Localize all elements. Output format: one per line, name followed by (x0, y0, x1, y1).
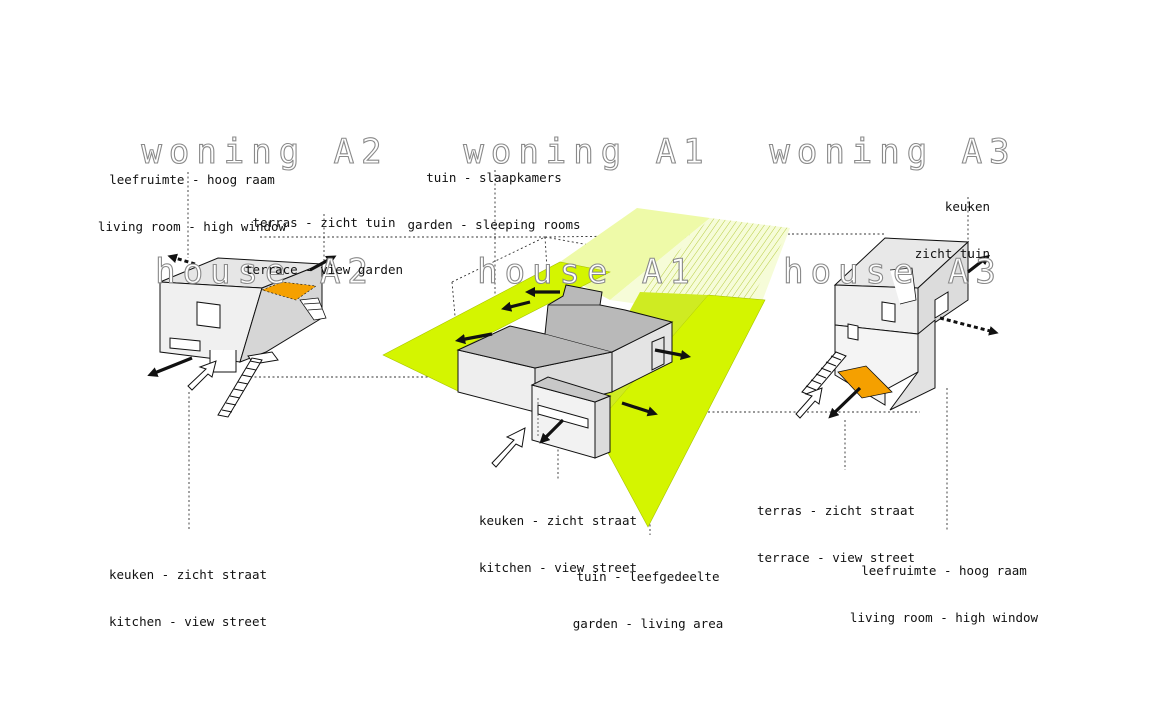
label-a2-living-nl: leefruimte - hoog raam (109, 172, 275, 187)
a3-entrance-arrow (795, 387, 823, 419)
a1-kitchen-top (530, 376, 612, 403)
a2-entry-recess (209, 350, 237, 373)
a2-entrance-arrow (187, 360, 217, 391)
a2-stair (217, 357, 263, 418)
a3-window-upper (881, 301, 896, 323)
label-a1-kitchen: keuken - zicht straat kitchen - view str… (470, 482, 646, 591)
label-a2-terrace: terras - zicht tuin terrace - view garde… (236, 184, 412, 293)
a2-window-lower (169, 337, 201, 352)
label-a2-living-en: living room - high window (97, 218, 287, 234)
label-a3-terrace-en: terrace - view street (756, 549, 916, 565)
label-a3-living-room: leefruimte - hoog raam living room - hig… (842, 532, 1046, 641)
label-a1-garden-living-nl: tuin - leefgedeelte (576, 569, 720, 584)
label-a2-kitchen-en: kitchen - view street (108, 613, 268, 629)
title-a2-en: house A2 (155, 251, 375, 292)
title-house-a2: woning A2 house A2 (130, 52, 400, 332)
title-a1-en: house A1 (477, 251, 697, 292)
label-a3-kitchen-nl: keuken (944, 199, 990, 214)
a2-terrace-orange (261, 281, 317, 301)
a3-terrace-orange (837, 365, 893, 399)
label-a2-terrace-en: terrace - view garden (244, 261, 404, 277)
title-house-a1: woning A1 house A1 (452, 52, 722, 332)
a2-view-arrows (147, 255, 337, 377)
title-house-a3: woning A3 house A3 (758, 52, 1028, 332)
a1-view-arrows (454, 286, 692, 444)
a1-entrance-arrow (491, 427, 526, 468)
label-a3-kitchen: keuken zicht tuin (900, 168, 990, 277)
a1-side-door (651, 336, 665, 371)
label-a1-garden-sleep-nl: tuin - slaapkamers (426, 170, 562, 185)
label-a2-living-room: leefruimte - hoog raam living room - hig… (92, 141, 292, 250)
garden-a1-left (382, 261, 611, 393)
label-a3-terrace-nl: terras - zicht straat (756, 503, 916, 518)
label-a3-living-nl: leefruimte - hoog raam (861, 563, 1027, 578)
house-a3-model (795, 237, 999, 419)
a3-view-arrows (828, 254, 991, 419)
label-a1-garden-sleeping: tuin - slaapkamers garden - sleeping roo… (398, 139, 590, 248)
title-a1-nl: woning A1 (463, 131, 711, 172)
label-a3-terrace: terras - zicht straat terrace - view str… (748, 472, 924, 581)
a2-side-stair (299, 297, 327, 321)
a3-window-small (847, 323, 859, 341)
a3-rooftop-stair (889, 267, 917, 305)
title-a3-en: house A3 (783, 251, 1003, 292)
a3-window-side (934, 291, 949, 319)
label-a1-garden-living-en: garden - living area (572, 615, 724, 631)
label-a3-living-en: living room - high window (849, 609, 1039, 625)
house-a2-model (147, 253, 337, 418)
a1-kitchen-side (594, 395, 611, 459)
garden-a1-hatched (640, 218, 790, 305)
title-a2-nl: woning A2 (141, 131, 389, 172)
label-a1-garden-living: tuin - leefgedeelte garden - living area (564, 538, 732, 647)
label-a1-garden-sleep-en: garden - sleeping rooms (407, 216, 581, 232)
label-a2-terrace-nl: terras - zicht tuin (252, 215, 396, 230)
label-a3-kitchen-en: zicht tuin (914, 245, 990, 261)
a3-high-window-arrow (939, 316, 999, 336)
label-a2-kitchen-nl: keuken - zicht straat (108, 567, 268, 582)
label-a1-kitchen-en: kitchen - view street (478, 559, 638, 575)
title-a3-nl: woning A3 (769, 131, 1017, 172)
label-a1-kitchen-nl: keuken - zicht straat (478, 513, 638, 528)
a2-window-upper (196, 301, 221, 329)
label-a2-kitchen: keuken - zicht straat kitchen - view str… (100, 536, 276, 645)
a3-wall-side (917, 240, 969, 335)
house-a1-model (382, 208, 790, 528)
